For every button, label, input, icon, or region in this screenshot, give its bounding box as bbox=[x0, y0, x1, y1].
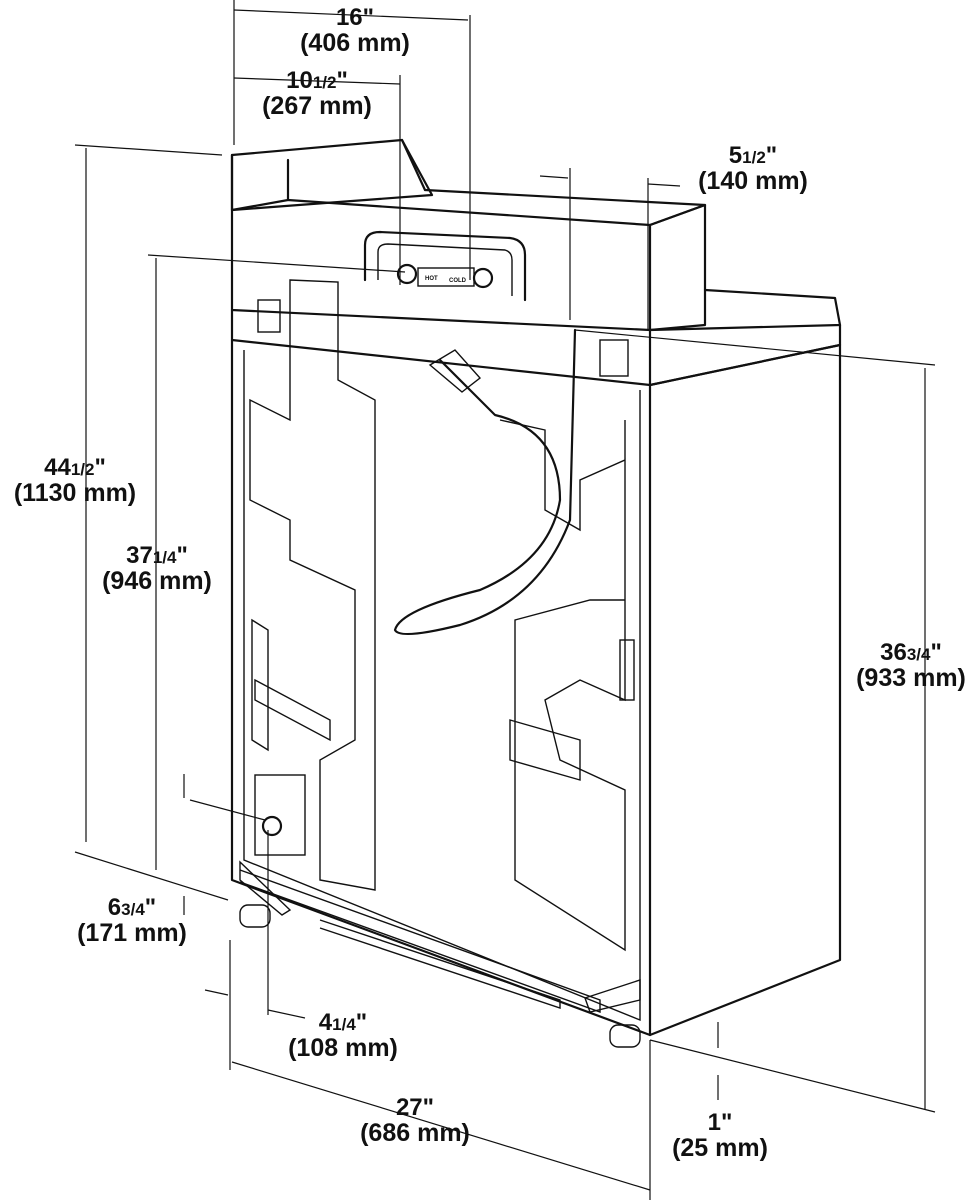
dimension-unit: " bbox=[144, 894, 157, 921]
dimension-metric: (933 mm) bbox=[856, 664, 966, 693]
dimension-1-in: 1" (25 mm) bbox=[660, 1109, 780, 1163]
dimension-37-quarter-in: 371/4" (946 mm) bbox=[90, 542, 224, 596]
dimension-metric: (406 mm) bbox=[300, 29, 410, 58]
dimension-unit: " bbox=[930, 639, 942, 666]
dimension-fraction: 1/2 bbox=[70, 460, 95, 479]
dimension-whole: 6 bbox=[107, 894, 122, 921]
dimension-unit: " bbox=[720, 1109, 733, 1136]
dimension-metric: (946 mm) bbox=[102, 567, 212, 596]
dimension-whole: 44 bbox=[44, 454, 71, 481]
dimension-unit: " bbox=[765, 142, 778, 169]
dimension-metric: (25 mm) bbox=[672, 1134, 768, 1163]
dimension-unit: " bbox=[362, 4, 375, 31]
dimension-metric: (171 mm) bbox=[77, 919, 187, 948]
dimension-44-half-in: 441/2" (1130 mm) bbox=[0, 454, 150, 508]
dimension-fraction: 3/4 bbox=[906, 645, 931, 664]
dimension-unit: " bbox=[176, 542, 188, 569]
dimension-4-quarter-in: 41/4" (108 mm) bbox=[276, 1009, 410, 1063]
dimension-metric: (686 mm) bbox=[360, 1119, 470, 1148]
dimension-metric: (140 mm) bbox=[698, 167, 808, 196]
dimension-fraction: 1/2 bbox=[742, 148, 766, 167]
dimension-fraction: 1/4 bbox=[332, 1015, 356, 1034]
dimension-10-half-in: 101/2" (267 mm) bbox=[252, 67, 382, 121]
hot-cold-labels: HOT COLD bbox=[425, 276, 467, 284]
dimension-whole: 37 bbox=[126, 542, 153, 569]
dimension-unit: " bbox=[336, 67, 348, 94]
dimension-27-in: 27" (686 mm) bbox=[350, 1094, 480, 1148]
hot-label: HOT bbox=[425, 276, 438, 282]
dimension-unit: " bbox=[94, 454, 106, 481]
dimension-metric: (1130 mm) bbox=[13, 479, 137, 508]
dimension-whole: 4 bbox=[318, 1009, 333, 1036]
dimension-fraction: 1/4 bbox=[152, 548, 177, 567]
dimension-fraction: 1/2 bbox=[312, 73, 337, 92]
dimension-whole: 36 bbox=[880, 639, 907, 666]
dimension-6-3-quarter-in: 63/4" (171 mm) bbox=[64, 894, 200, 948]
washer-body bbox=[230, 138, 842, 1048]
dimension-whole: 5 bbox=[728, 142, 743, 169]
dimension-metric: (267 mm) bbox=[262, 92, 372, 121]
dimension-5-half-in: 51/2" (140 mm) bbox=[686, 142, 820, 196]
dimension-whole: 16 bbox=[335, 4, 363, 31]
dimension-16-in: 16" (406 mm) bbox=[290, 4, 420, 58]
dimension-unit: " bbox=[422, 1094, 435, 1121]
dimension-lines bbox=[74, 0, 936, 1200]
cold-label: COLD bbox=[449, 278, 467, 284]
dimension-whole: 1 bbox=[707, 1109, 721, 1136]
dimension-metric: (108 mm) bbox=[288, 1034, 398, 1063]
dimension-whole: 27 bbox=[395, 1094, 423, 1121]
dimension-36-3-quarter-in: 363/4" (933 mm) bbox=[846, 639, 976, 693]
dimension-fraction: 3/4 bbox=[121, 900, 145, 919]
dimension-unit: " bbox=[355, 1009, 368, 1036]
dimension-whole: 10 bbox=[286, 67, 313, 94]
